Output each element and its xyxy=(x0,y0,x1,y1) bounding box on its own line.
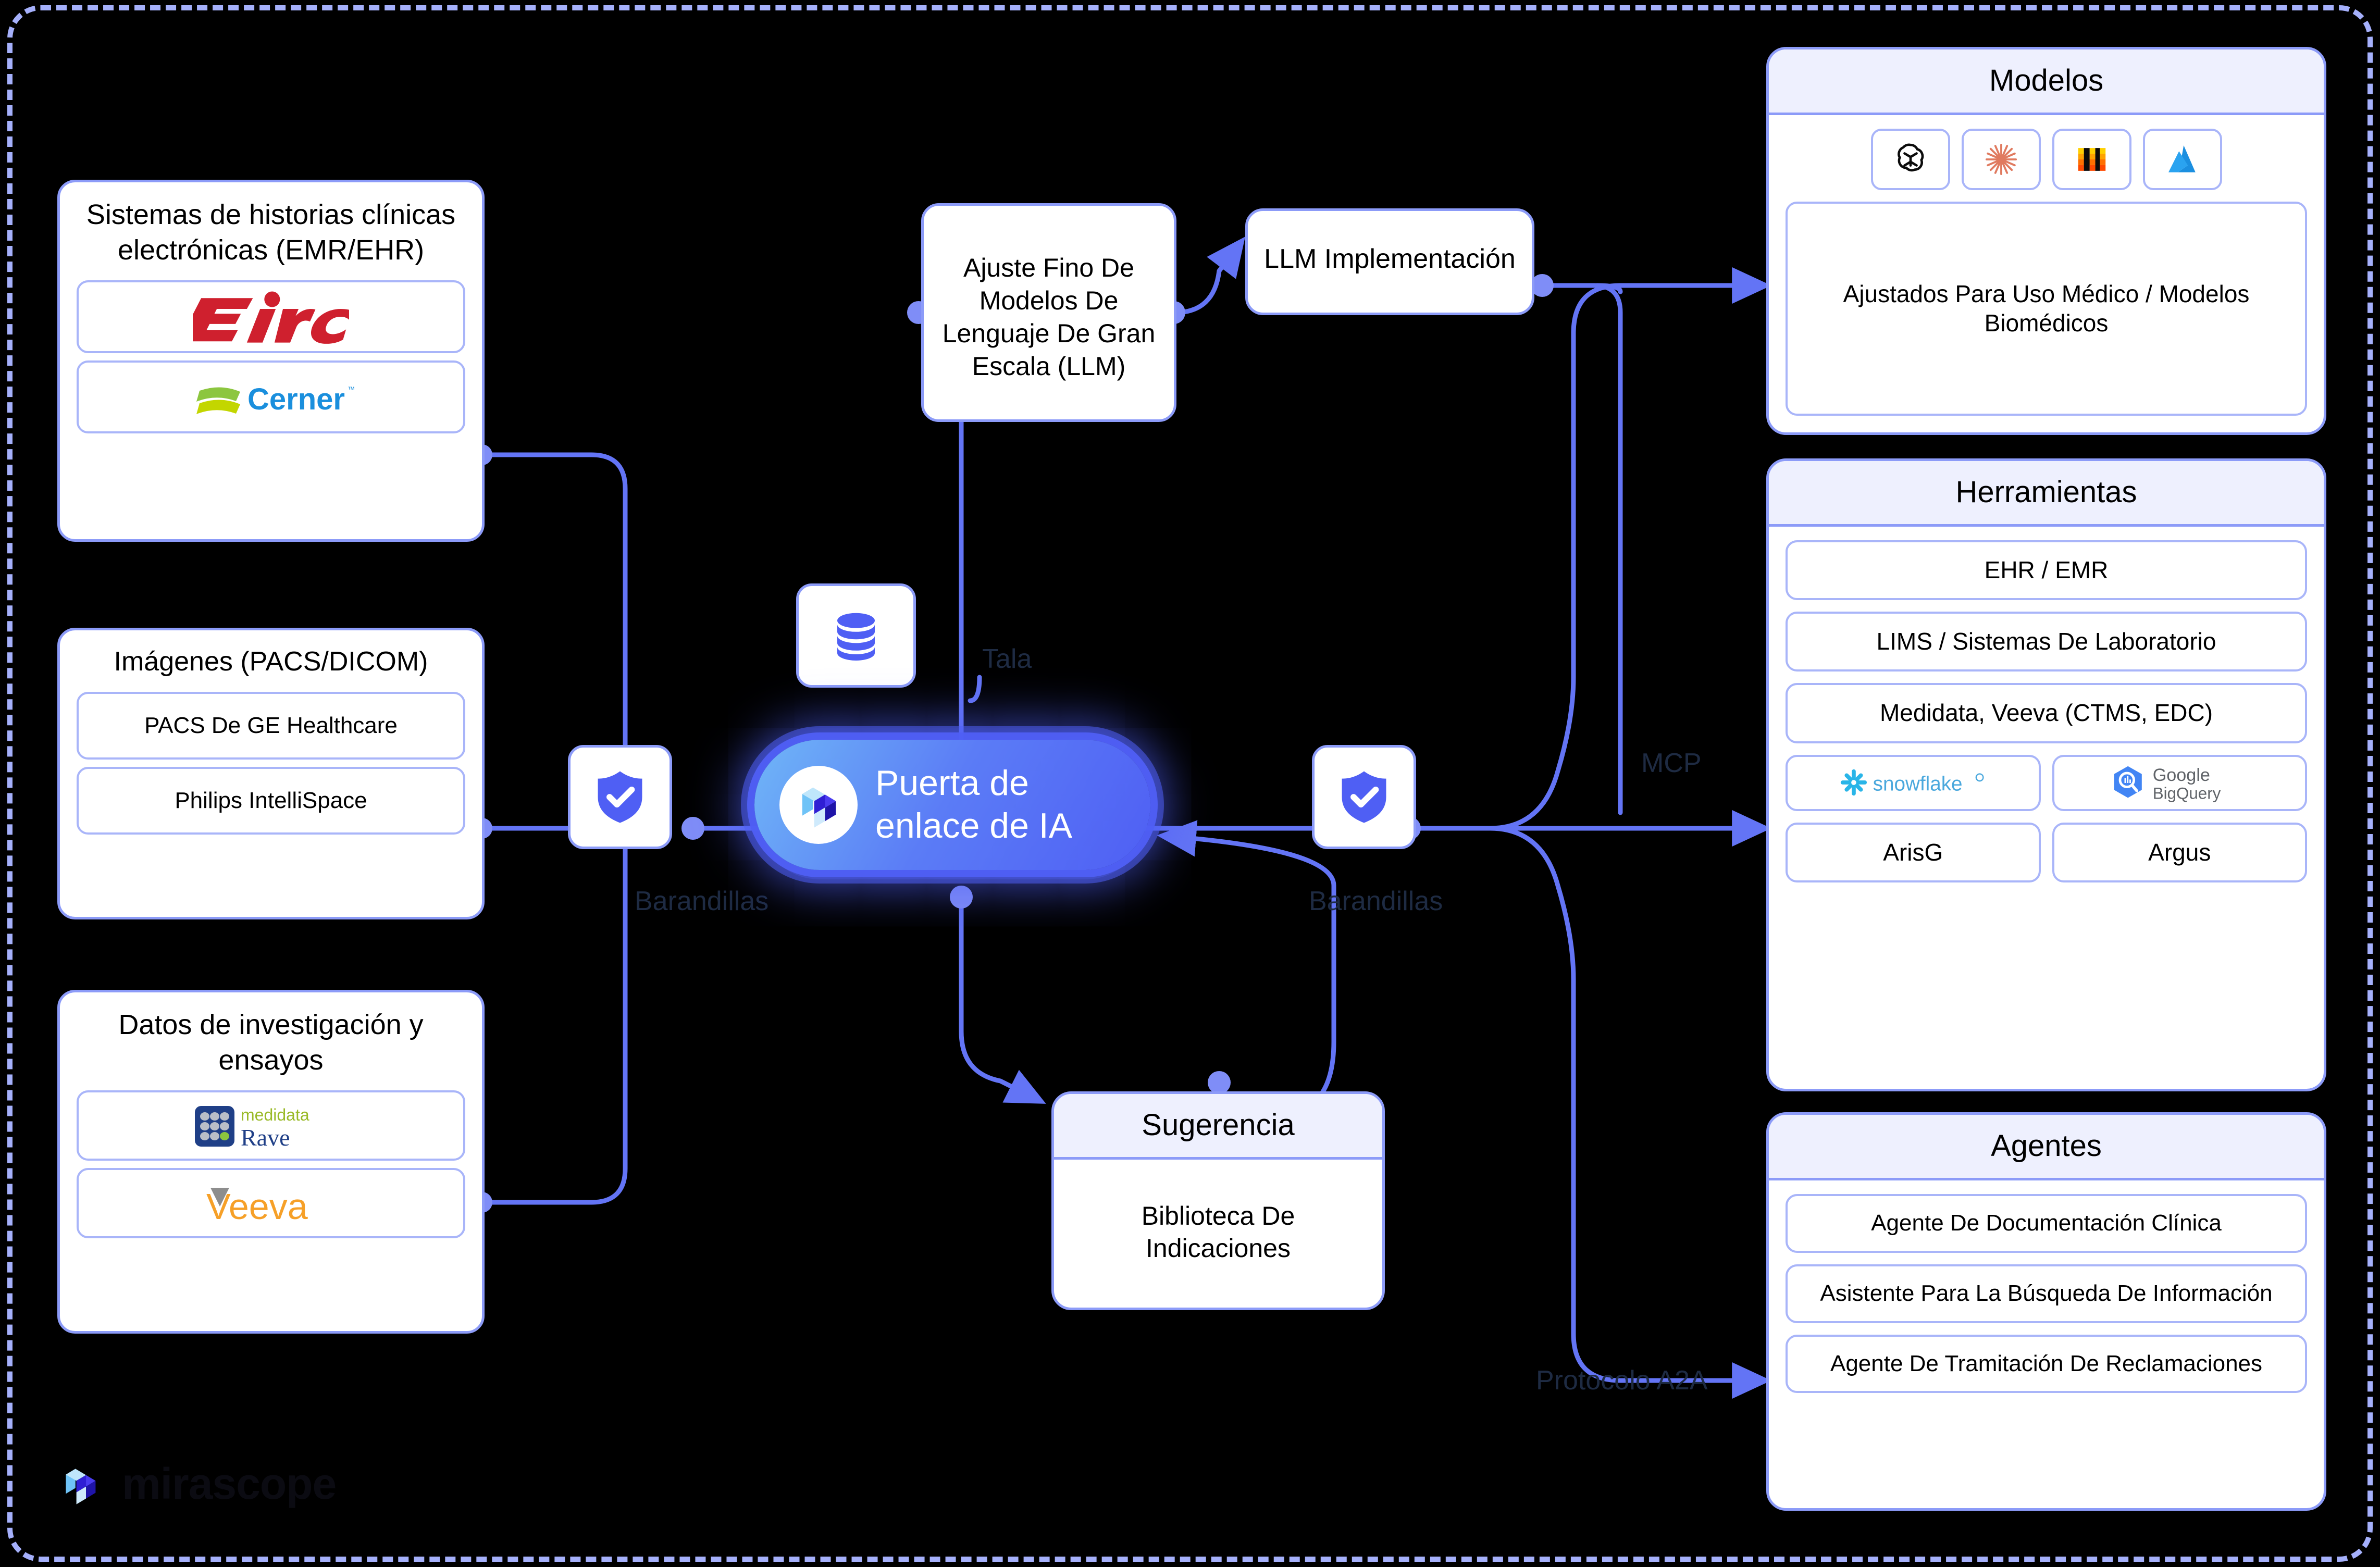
agents-panel[interactable]: Agentes Agente De Documentación Clínica … xyxy=(1766,1112,2326,1511)
snowflake-logo: snowflake xyxy=(1840,769,1984,795)
agents-panel-title: Agentes xyxy=(1769,1115,2324,1180)
svg-text:Cerner: Cerner xyxy=(247,382,345,416)
guardrail-left-label: Barandillas xyxy=(635,886,769,916)
guardrail-right-tile[interactable] xyxy=(1312,745,1416,849)
tools-logo-row: snowflake Google BigQuery xyxy=(1786,754,2307,811)
tools-item-argus[interactable]: Argus xyxy=(2052,822,2307,882)
models-panel-item[interactable]: Ajustados Para Uso Médico / Modelos Biom… xyxy=(1786,202,2307,416)
source-card-imaging[interactable]: Imágenes (PACS/DICOM) PACS De GE Healthc… xyxy=(57,628,485,919)
agents-item-documentation[interactable]: Agente De Documentación Clínica xyxy=(1786,1194,2307,1253)
models-panel-title: Modelos xyxy=(1769,49,2324,115)
database-edge-label: Tala xyxy=(982,644,1032,674)
brand-name: mirascope xyxy=(122,1459,337,1508)
brand-watermark: mirascope xyxy=(56,1459,337,1509)
svg-text:snowflake: snowflake xyxy=(1873,773,1962,795)
bigquery-logo: Google BigQuery xyxy=(2114,765,2221,802)
ai-gateway-node[interactable]: Puerta de enlace de IA xyxy=(754,740,1150,870)
model-vendor-mistral[interactable] xyxy=(2052,129,2131,190)
medidata-rave-logo: medidata Rave xyxy=(195,1105,309,1150)
svg-text:medidata: medidata xyxy=(241,1105,309,1124)
tools-item-snowflake[interactable]: snowflake xyxy=(1786,754,2041,811)
gateway-logo xyxy=(779,766,858,844)
svg-text:Rave: Rave xyxy=(241,1124,290,1150)
tools-item-lims[interactable]: LIMS / Sistemas De Laboratorio xyxy=(1786,612,2307,672)
tools-bottom-row: ArisG Argus xyxy=(1786,822,2307,882)
source-card-research[interactable]: Datos de investigación y ensayos medidat… xyxy=(57,990,485,1334)
azure-icon xyxy=(2168,145,2196,172)
prompt-panel-title: Sugerencia xyxy=(1054,1094,1382,1160)
models-panel[interactable]: Modelos xyxy=(1766,47,2326,435)
svg-text:Veeva: Veeva xyxy=(206,1186,308,1224)
shield-check-icon xyxy=(1342,771,1386,823)
tools-item-arisg[interactable]: ArisG xyxy=(1786,822,2041,882)
source-item-ge-pacs[interactable]: PACS De GE Healthcare xyxy=(77,691,465,760)
source-item-epic[interactable] xyxy=(77,280,465,354)
mcp-edge-label: MCP xyxy=(1641,748,1702,778)
prompt-panel-body: Biblioteca De Indicaciones xyxy=(1141,1201,1295,1263)
source-card-emr[interactable]: Sistemas de historias clínicas electróni… xyxy=(57,180,485,542)
cerner-logo: Cerner ™ xyxy=(196,379,355,416)
source-item-philips[interactable]: Philips IntelliSpace xyxy=(77,766,465,835)
tools-panel[interactable]: Herramientas EHR / EMR LIMS / Sistemas D… xyxy=(1766,458,2326,1091)
gateway-label: Puerta de enlace de IA xyxy=(875,763,1073,845)
model-vendor-openai[interactable] xyxy=(1870,129,1950,190)
source-card-title: Datos de investigación y ensayos xyxy=(118,1009,424,1076)
guardrail-left-tile[interactable] xyxy=(568,745,672,849)
database-icon xyxy=(837,613,875,661)
veeva-logo: Veeva xyxy=(206,1186,308,1224)
tools-item-ctms[interactable]: Medidata, Veeva (CTMS, EDC) xyxy=(1786,683,2307,743)
finetune-label: Ajuste Fino De Modelos De Lenguaje De Gr… xyxy=(942,253,1156,381)
source-card-title: Sistemas de historias clínicas electróni… xyxy=(86,199,456,266)
source-card-title: Imágenes (PACS/DICOM) xyxy=(114,646,428,677)
openai-icon xyxy=(1897,143,1924,172)
shield-check-icon xyxy=(598,771,642,823)
model-vendor-anthropic[interactable] xyxy=(1961,129,2041,190)
prompt-panel[interactable]: Sugerencia Biblioteca De Indicaciones xyxy=(1051,1091,1385,1310)
agents-item-search[interactable]: Asistente Para La Búsqueda De Informació… xyxy=(1786,1264,2307,1323)
guardrail-right-label: Barandillas xyxy=(1309,886,1443,916)
tools-item-ehr[interactable]: EHR / EMR xyxy=(1786,540,2307,601)
anthropic-icon xyxy=(1985,143,2017,176)
tools-item-bigquery[interactable]: Google BigQuery xyxy=(2052,754,2307,811)
model-vendor-azure[interactable] xyxy=(2142,129,2222,190)
source-item-medidata[interactable]: medidata Rave xyxy=(77,1090,465,1161)
mirascope-cube-icon xyxy=(802,787,836,828)
epic-logo xyxy=(193,291,349,344)
llm-deploy-node[interactable]: LLM Implementación xyxy=(1245,208,1534,315)
mistral-icon xyxy=(2078,148,2105,171)
svg-text:BigQuery: BigQuery xyxy=(2153,784,2221,802)
finetune-node[interactable]: Ajuste Fino De Modelos De Lenguaje De Gr… xyxy=(921,203,1176,422)
source-item-cerner[interactable]: Cerner ™ xyxy=(77,360,465,434)
tools-panel-title: Herramientas xyxy=(1769,461,2324,527)
svg-text:Google: Google xyxy=(2153,765,2210,785)
mirascope-cube-icon xyxy=(66,1469,96,1504)
a2a-edge-label: Protocolo A2A xyxy=(1536,1365,1708,1396)
svg-text:™: ™ xyxy=(348,385,355,393)
model-vendor-icon-row xyxy=(1786,129,2307,190)
database-tile[interactable] xyxy=(796,583,916,688)
agents-item-claims[interactable]: Agente De Tramitación De Reclamaciones xyxy=(1786,1334,2307,1394)
source-item-veeva[interactable]: Veeva xyxy=(77,1168,465,1239)
llm-deploy-label: LLM Implementación xyxy=(1264,243,1516,274)
